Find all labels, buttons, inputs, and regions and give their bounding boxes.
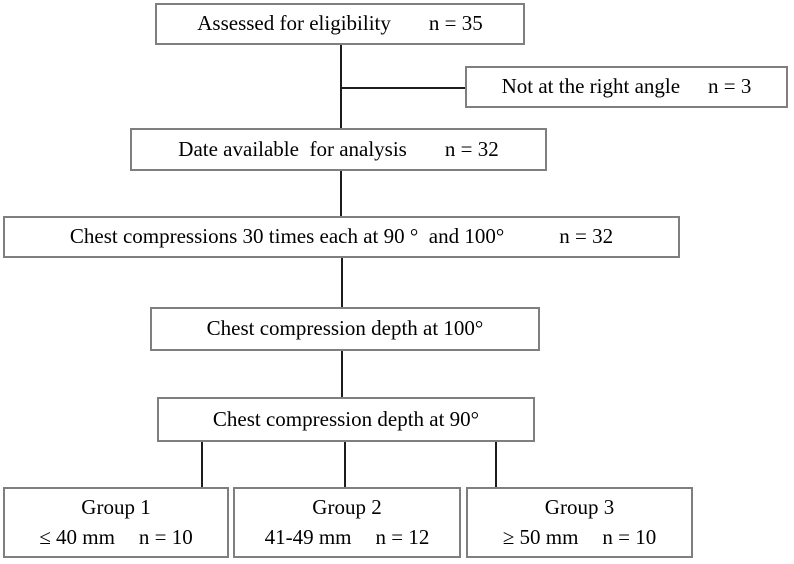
connector-assessed-to-date (340, 45, 342, 128)
box-chest-compressions: Chest compressions 30 times each at 90 °… (3, 216, 680, 258)
connector-depth100-to-depth90 (341, 351, 343, 397)
group1-range: ≤ 40 mm (39, 524, 115, 549)
box-date-available: Date available for analysis n = 32 (130, 128, 547, 171)
excluded-label: Not at the right angle (501, 74, 681, 99)
group3-count: n = 10 (602, 524, 657, 549)
date-available-label: Date available for analysis (178, 136, 407, 161)
group2-title: Group 2 (312, 495, 382, 520)
box-assessed-eligibility: Assessed for eligibility n = 35 (155, 3, 525, 45)
box-depth-100: Chest compression depth at 100° (150, 307, 540, 351)
depth-100-label: Chest compression depth at 100° (206, 316, 484, 341)
box-group-2: Group 2 41-49 mm n = 12 (233, 487, 461, 558)
group1-title: Group 1 (81, 495, 151, 520)
group2-count: n = 12 (375, 524, 430, 549)
connector-date-to-compressions (340, 171, 342, 216)
connector-compressions-to-depth100 (341, 258, 343, 307)
box-excluded-not-right-angle: Not at the right angle n = 3 (465, 66, 788, 108)
depth-90-label: Chest compression depth at 90° (212, 406, 480, 431)
connector-branch-to-excluded (341, 87, 466, 89)
date-available-count: n = 32 (444, 136, 499, 161)
group3-range: ≥ 50 mm (502, 524, 579, 549)
group1-count: n = 10 (138, 524, 193, 549)
compressions-label: Chest compressions 30 times each at 90 °… (69, 224, 505, 249)
assessed-count: n = 35 (428, 11, 483, 36)
box-depth-90: Chest compression depth at 90° (157, 397, 535, 442)
excluded-count: n = 3 (708, 74, 752, 99)
compressions-count: n = 32 (559, 224, 614, 249)
connector-depth90-to-group3 (495, 442, 497, 487)
group2-range: 41-49 mm (264, 524, 352, 549)
connector-depth90-to-group1 (201, 442, 203, 487)
box-group-1: Group 1 ≤ 40 mm n = 10 (3, 487, 229, 558)
connector-depth90-to-group2 (344, 442, 346, 487)
assessed-label: Assessed for eligibility (197, 11, 391, 36)
box-group-3: Group 3 ≥ 50 mm n = 10 (466, 487, 693, 558)
group3-title: Group 3 (544, 495, 615, 520)
